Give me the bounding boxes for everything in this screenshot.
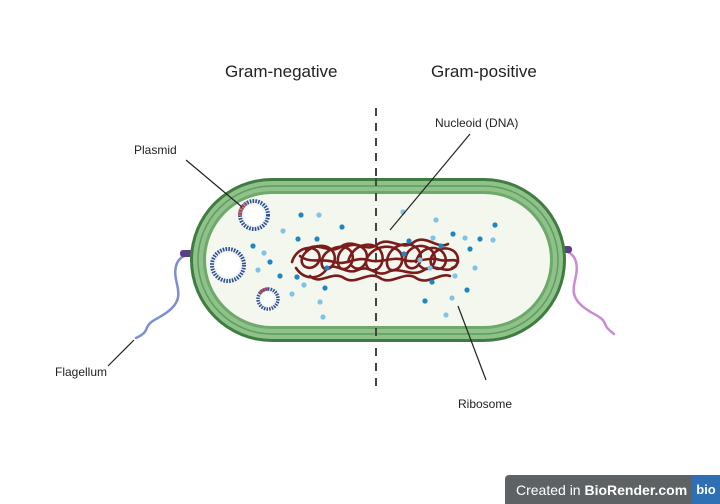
plasmid-leader bbox=[185, 159, 243, 208]
label-ribosome: Ribosome bbox=[458, 397, 513, 411]
cell-wall-line bbox=[197, 185, 559, 335]
nucleoid-leader bbox=[389, 133, 471, 231]
right-flagellum bbox=[554, 248, 616, 336]
plasmid-2 bbox=[210, 247, 246, 283]
watermark-brand: BioRender.com bbox=[584, 481, 688, 498]
ribosomes bbox=[250, 209, 498, 320]
flagellum-leader bbox=[107, 339, 135, 367]
label-plasmid: Plasmid bbox=[134, 143, 177, 157]
left-flagellum bbox=[134, 252, 198, 340]
title-gram-negative: Gram-negative bbox=[225, 62, 338, 81]
nucleoid-dna bbox=[290, 238, 460, 282]
plasmid-1 bbox=[238, 199, 270, 231]
label-nucleoid: Nucleoid (DNA) bbox=[435, 116, 519, 130]
biorender-watermark[interactable]: Created in BioRender.com bio bbox=[505, 475, 720, 504]
ribosome-leader bbox=[457, 305, 487, 381]
watermark-prefix: Created in bbox=[516, 481, 585, 498]
title-gram-positive: Gram-positive bbox=[431, 62, 537, 81]
label-flagellum: Flagellum bbox=[55, 365, 108, 379]
plasmid-3 bbox=[256, 287, 280, 311]
watermark-text: Created in BioRender.com bbox=[505, 482, 692, 498]
biorender-logo-icon: bio bbox=[692, 475, 720, 504]
